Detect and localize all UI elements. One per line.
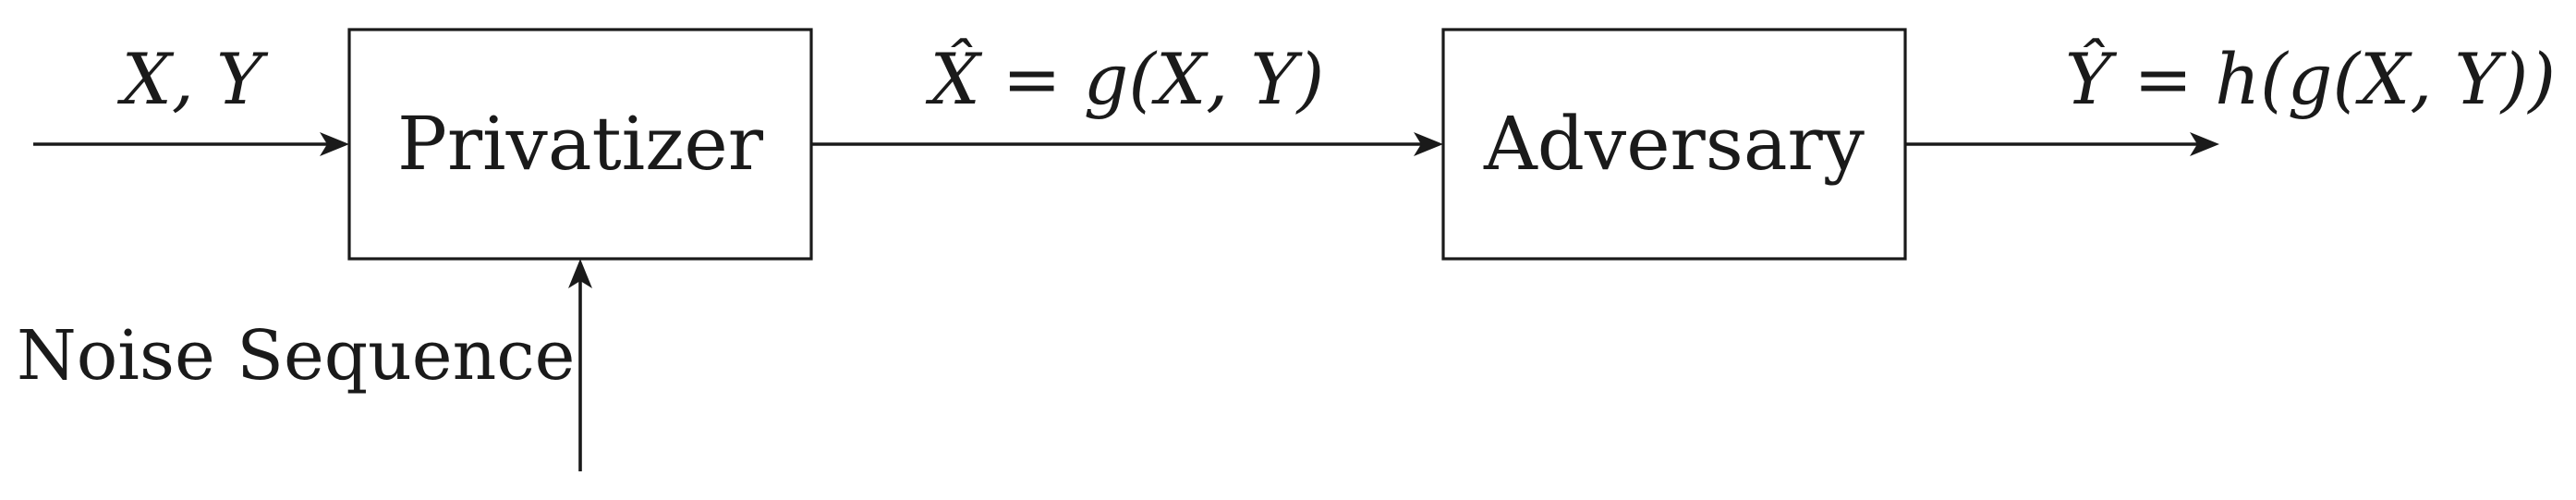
estimate-label: Ŷ = h(g(X, Y)) [2065,37,2556,120]
privatized-arrow [811,132,1443,156]
privatized-label: X̂ = g(X, Y) [926,38,1325,120]
input-label: X, Y [117,38,269,120]
input-arrow [33,132,349,156]
output-arrow [1905,132,2219,156]
noise-label: Noise Sequence [17,316,575,396]
privatizer-block: Privatizer [347,28,813,261]
adversary-block: Adversary [1441,28,1907,261]
adversary-label: Adversary [1483,101,1865,187]
noise-arrow [568,259,592,471]
privatizer-label: Privatizer [397,101,764,187]
